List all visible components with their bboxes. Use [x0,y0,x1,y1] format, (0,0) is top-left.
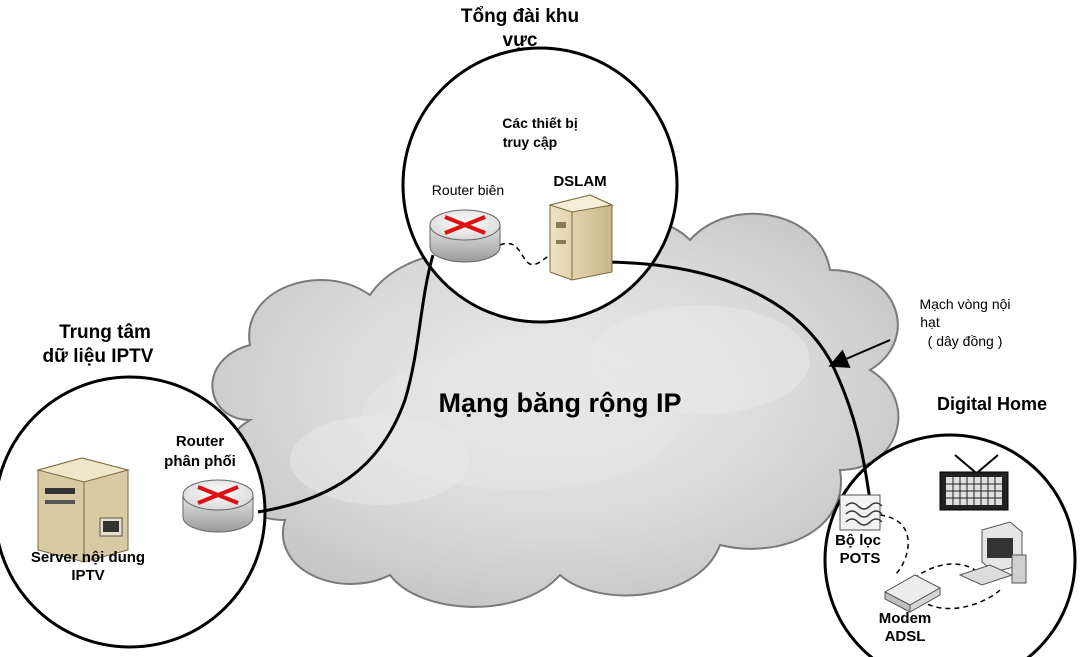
local-loop-label-2: hạt [920,314,940,330]
tv-icon [939,454,1009,511]
router-to-edge-link [257,254,435,514]
server-label-2: IPTV [71,567,104,584]
dslam-icon [548,194,614,281]
data-center-title-1: Trung tâm [59,322,151,343]
edge-router-label: Router biên [432,182,504,198]
network-label: Mạng băng rộng IP [439,388,682,418]
server-label-1: Server nội dung [31,549,145,566]
access-devices-2: truy cập [503,134,557,150]
central-office-title-2: vực [503,30,538,51]
router-dist-label-1: Router [176,433,224,450]
data-center-title-2: dữ liệu IPTV [43,346,154,367]
server-icon [36,457,130,563]
pots-filter-label-2: POTS [840,550,881,567]
distribution-router-icon [182,479,254,533]
central-office-title-1: Tổng đài khu [461,6,579,27]
digital-home-title: Digital Home [937,394,1047,414]
access-devices-1: Các thiết bị [502,115,577,131]
digital-home-circle [823,433,1077,657]
modem-label-2: ADSL [885,628,926,645]
dslam-label: DSLAM [553,173,606,190]
local-loop-label-1: Mạch vòng nội [919,296,1010,312]
modem-icon [883,574,942,613]
modem-label-1: Modem [879,610,932,627]
ip-network-cloud [211,212,900,608]
pots-filter-label-1: Bộ lọc [835,532,881,549]
local-loop-arrow [828,339,891,368]
local-loop-line [599,260,872,501]
computer-icon [958,521,1027,586]
pots-filter-icon [839,494,883,531]
local-loop-label-3: ( dây đồng ) [928,333,1003,349]
edge-router-icon [429,209,501,263]
router-dist-label-2: phân phối [164,453,236,470]
